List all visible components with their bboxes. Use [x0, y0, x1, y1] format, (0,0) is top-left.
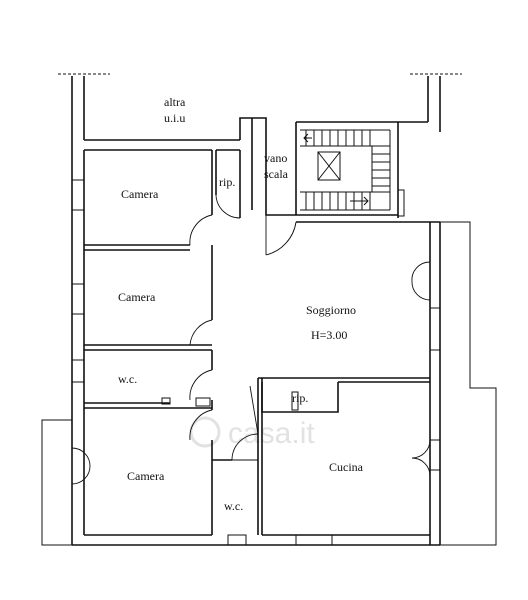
label-camera-2: Camera	[118, 290, 156, 304]
label-scala: scala	[264, 167, 289, 181]
label-rip-2: rip.	[292, 391, 308, 405]
label-vano: vano	[264, 151, 287, 165]
interior-walls	[83, 149, 430, 535]
outer-walls	[41, 76, 497, 546]
room-labels: altra u.i.u vano scala Camera rip. Camer…	[118, 95, 364, 513]
label-altra: altra	[164, 95, 186, 109]
label-cucina: Cucina	[329, 460, 364, 474]
label-soggiorno: Soggiorno	[306, 303, 356, 317]
watermark: casa.it	[189, 416, 315, 450]
label-rip-1: rip.	[219, 175, 235, 189]
watermark-text: casa.it	[228, 417, 315, 450]
stairwell	[239, 117, 440, 256]
label-height: H=3.00	[311, 328, 347, 342]
label-wc-2: w.c.	[224, 499, 243, 513]
label-uiu: u.i.u	[164, 111, 185, 125]
label-camera-3: Camera	[127, 469, 165, 483]
doors	[71, 194, 431, 485]
label-camera-1: Camera	[121, 187, 159, 201]
label-wc-1: w.c.	[118, 372, 137, 386]
